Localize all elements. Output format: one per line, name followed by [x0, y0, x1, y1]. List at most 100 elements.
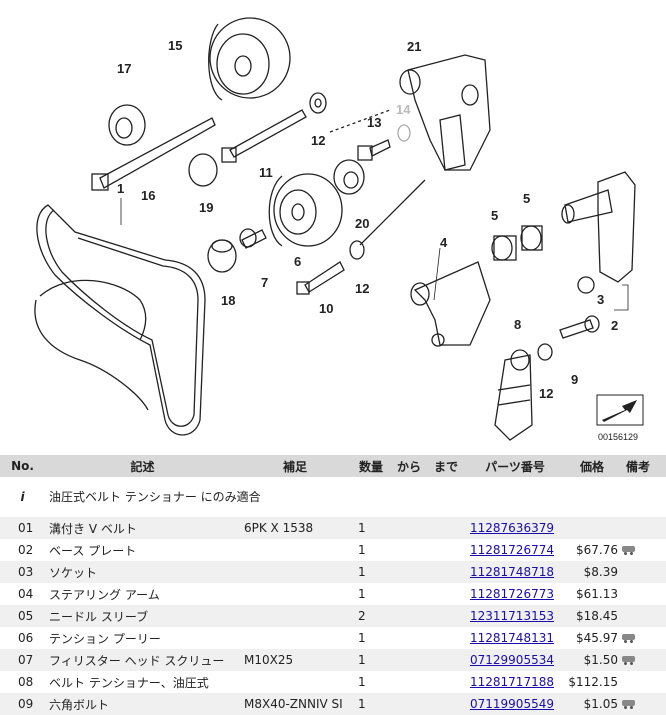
callout-10: 10	[319, 301, 333, 316]
cart-icon[interactable]	[622, 656, 635, 665]
row-to	[426, 693, 466, 715]
row-description: ベルト テンショナー、油圧式	[49, 675, 209, 690]
callout-2: 2	[611, 318, 618, 333]
row-qty: 1	[358, 587, 366, 601]
row-price: $18.45	[564, 605, 620, 627]
row-no: 03	[0, 561, 45, 583]
row-price: $45.97	[576, 631, 618, 645]
info-text: 油圧式ベルト テンショナー にのみ適合	[49, 489, 261, 504]
row-note	[240, 671, 350, 693]
callout-1: 1	[117, 181, 124, 196]
row-price: $112.15	[568, 675, 618, 689]
row-price: $1.50	[564, 649, 620, 671]
diagram-code: 00156129	[598, 432, 638, 442]
callout-16: 16	[141, 188, 155, 203]
row-note: 6PK X 1538	[240, 517, 350, 539]
row-description: 六角ボルト	[45, 693, 240, 715]
callout-18: 18	[221, 293, 235, 308]
row-from	[392, 627, 426, 649]
table-header-row: No. 記述 補足 数量 から まで パーツ番号 価格 備考	[0, 455, 666, 477]
ribbed-belt	[36, 204, 206, 436]
part-number-link[interactable]: 07119905549	[470, 697, 554, 711]
part-number-link[interactable]: 11281717188	[470, 675, 554, 689]
header-qty[interactable]: 数量	[350, 455, 392, 477]
part-number-link[interactable]: 11287636379	[470, 521, 554, 535]
row-from	[392, 517, 426, 539]
parts-table: No. 記述 補足 数量 から まで パーツ番号 価格 備考 i 油圧式ベルト …	[0, 455, 666, 715]
row-qty: 1	[358, 631, 366, 645]
callout-9: 9	[571, 372, 578, 387]
header-price[interactable]: 価格	[564, 455, 620, 477]
row-to	[426, 539, 466, 561]
row-description: 溝付き V ベルト	[45, 517, 240, 539]
row-no: 04	[18, 587, 34, 601]
part-number-link[interactable]: 11281748718	[470, 565, 554, 579]
row-qty: 1	[358, 543, 366, 557]
row-note: M10X25	[240, 649, 350, 671]
row-no: 02	[18, 543, 34, 557]
part-number-link[interactable]: 11281726773	[470, 587, 554, 601]
header-no[interactable]: No.	[0, 455, 45, 477]
part-number-link[interactable]: 07129905534	[470, 653, 554, 667]
header-to[interactable]: まで	[426, 455, 466, 477]
row-from	[392, 671, 426, 693]
info-icon: i	[20, 490, 25, 504]
row-price: $67.76	[576, 543, 618, 557]
callout-17: 17	[117, 61, 131, 76]
row-no: 07	[0, 649, 45, 671]
cart-icon[interactable]	[622, 546, 635, 555]
callout-14: 14	[396, 102, 411, 117]
row-to	[426, 627, 466, 649]
row-to	[426, 605, 466, 627]
callout-4: 4	[440, 235, 448, 250]
callout-3: 3	[597, 292, 604, 307]
row-price	[564, 517, 620, 539]
parts-diagram: 1 2 3 4 5 5 6 7 8 9 10 11 12 12 12 13 14…	[34, 17, 644, 442]
part-number-link[interactable]: 11281726774	[470, 543, 554, 557]
callout-12-top: 12	[311, 133, 325, 148]
header-remarks[interactable]: 備考	[620, 455, 666, 477]
callout-13: 13	[367, 115, 381, 130]
row-description: テンション プーリー	[49, 631, 161, 646]
row-qty: 1	[350, 649, 392, 671]
row-from	[392, 561, 426, 583]
row-to	[426, 517, 466, 539]
header-description[interactable]: 記述	[45, 455, 240, 477]
row-no: 06	[18, 631, 34, 645]
row-qty: 2	[350, 605, 392, 627]
exploded-view-drawing: 1 2 3 4 5 5 6 7 8 9 10 11 12 12 12 13 14…	[34, 17, 644, 442]
row-description: ニードル スリーブ	[45, 605, 240, 627]
callout-7: 7	[261, 275, 268, 290]
cart-icon[interactable]	[622, 634, 635, 643]
callout-5a: 5	[491, 208, 498, 223]
row-note: M8X40-ZNNIV SI	[240, 693, 350, 715]
callout-11: 11	[259, 165, 273, 180]
header-from[interactable]: から	[392, 455, 426, 477]
header-note[interactable]: 補足	[240, 455, 350, 477]
row-qty: 1	[358, 675, 366, 689]
callout-5b: 5	[523, 191, 530, 206]
row-to	[426, 583, 466, 605]
callout-8: 8	[514, 317, 521, 332]
header-part-number[interactable]: パーツ番号	[466, 455, 564, 477]
part-number-link[interactable]: 12311713153	[470, 609, 554, 623]
table-row: 06 テンション プーリー 1 11281748131 $45.97	[0, 627, 666, 649]
row-no: 05	[0, 605, 45, 627]
row-from	[392, 605, 426, 627]
part-number-link[interactable]: 11281748131	[470, 631, 554, 645]
row-qty: 1	[350, 693, 392, 715]
cart-icon[interactable]	[622, 700, 635, 709]
row-qty: 1	[350, 561, 392, 583]
row-no: 09	[0, 693, 45, 715]
row-note	[240, 605, 350, 627]
row-from	[392, 583, 426, 605]
row-price: $1.05	[564, 693, 620, 715]
row-qty: 1	[350, 517, 392, 539]
row-note	[240, 583, 350, 605]
row-description: ステアリング アーム	[49, 587, 160, 602]
